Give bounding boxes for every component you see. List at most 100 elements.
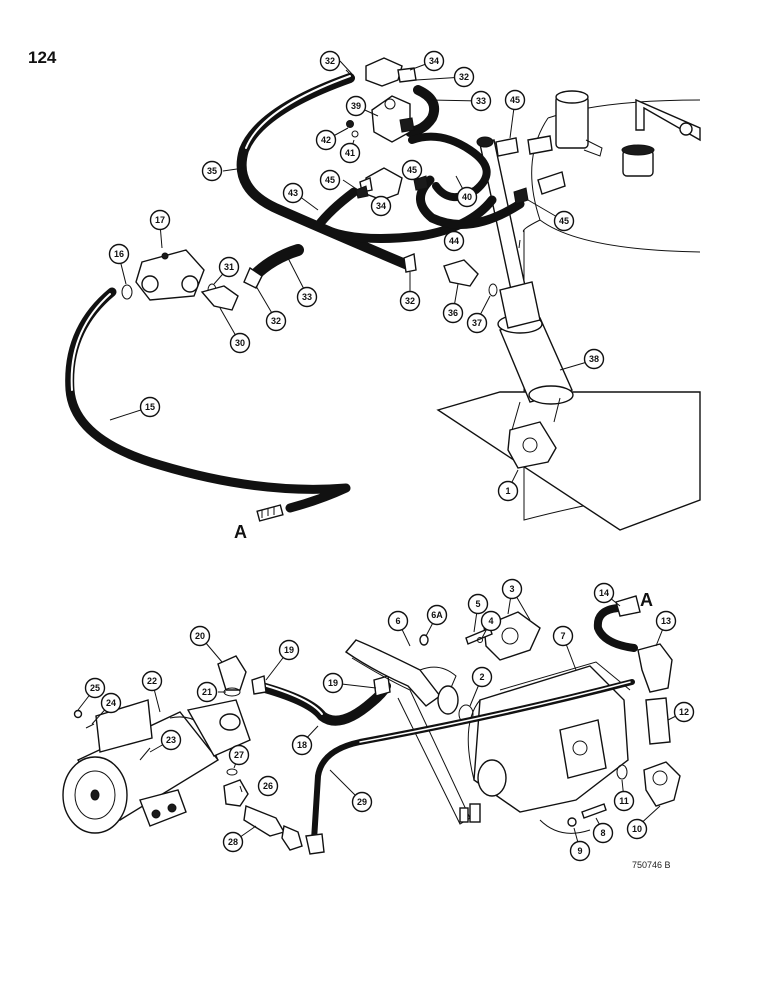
clamp-19-left <box>251 675 267 695</box>
svg-text:25: 25 <box>90 683 100 693</box>
drawing-code: 750746 B <box>632 860 671 870</box>
clamp-32-top <box>345 69 355 79</box>
svg-text:32: 32 <box>405 296 415 306</box>
tee-block-17 <box>135 249 205 301</box>
hose-33-lower <box>248 244 304 282</box>
callout-32-lower: 32 <box>265 310 287 332</box>
svg-text:6A: 6A <box>431 610 443 620</box>
svg-text:19: 19 <box>328 678 338 688</box>
elbow-30 <box>200 285 239 311</box>
svg-text:17: 17 <box>155 215 165 225</box>
callout-9: 9 <box>569 840 591 862</box>
fitting-14-end <box>615 595 641 617</box>
svg-text:45: 45 <box>407 165 417 175</box>
svg-text:32: 32 <box>271 316 281 326</box>
callout-24: 24 <box>100 692 122 714</box>
callout-5: 5 <box>467 593 489 615</box>
callout-15: 15 <box>139 396 161 418</box>
svg-text:10: 10 <box>632 824 642 834</box>
callout-2: 2 <box>471 666 493 688</box>
hydraulic-pump-7 <box>459 661 631 834</box>
svg-text:7: 7 <box>560 631 565 641</box>
callout-45-top: 45 <box>504 89 526 111</box>
svg-text:31: 31 <box>224 262 234 272</box>
connection-label-a-lower: A <box>640 590 653 610</box>
callout-26: 26 <box>257 775 279 797</box>
svg-text:12: 12 <box>679 707 689 717</box>
upper-tee-34 <box>365 57 417 87</box>
svg-text:8: 8 <box>600 828 605 838</box>
clamp-19-right <box>373 675 391 697</box>
svg-text:24: 24 <box>106 698 116 708</box>
callout-3: 3 <box>501 578 523 600</box>
svg-text:45: 45 <box>510 95 520 105</box>
svg-text:29: 29 <box>357 797 367 807</box>
svg-text:22: 22 <box>147 676 157 686</box>
svg-text:40: 40 <box>462 192 472 202</box>
washer-9 <box>567 817 577 827</box>
page-number: 124 <box>28 48 57 67</box>
callout-11: 11 <box>613 790 635 812</box>
base-plate <box>436 391 701 531</box>
callout-33-lower: 33 <box>296 286 318 308</box>
callout-44: 44 <box>443 230 465 252</box>
svg-text:38: 38 <box>589 354 599 364</box>
callout-39: 39 <box>345 95 367 117</box>
callout-21: 21 <box>196 681 218 703</box>
callout-32-top: 32 <box>319 50 341 72</box>
elbow-10 <box>643 761 681 807</box>
svg-text:43: 43 <box>288 188 298 198</box>
fitting-45-top <box>495 137 519 157</box>
fitting-6a <box>419 634 429 646</box>
washer-24 <box>85 723 95 729</box>
svg-text:4: 4 <box>488 616 493 626</box>
callout-17: 17 <box>149 209 171 231</box>
nut-28 <box>281 825 303 851</box>
o-ring-11 <box>616 764 628 780</box>
hose-33-upper <box>405 85 440 137</box>
svg-text:11: 11 <box>619 796 629 806</box>
callout-6: 6 <box>387 610 409 632</box>
svg-text:33: 33 <box>476 96 486 106</box>
callout-38: 38 <box>583 348 605 370</box>
callout-45-left: 45 <box>319 169 341 191</box>
callout-37: 37 <box>466 312 488 334</box>
callout-1: 1 <box>497 480 519 502</box>
svg-text:5: 5 <box>475 599 480 609</box>
svg-text:20: 20 <box>195 631 205 641</box>
callout-20: 20 <box>189 625 211 647</box>
callout-40: 40 <box>456 186 478 208</box>
hose-15-end-fitting <box>256 504 284 522</box>
svg-text:36: 36 <box>448 308 458 318</box>
callout-16: 16 <box>108 243 130 265</box>
cylinder <box>476 136 574 469</box>
svg-text:13: 13 <box>661 616 671 626</box>
callout-27: 27 <box>228 744 250 766</box>
callout-29: 29 <box>351 791 373 813</box>
valve-39 <box>371 95 415 143</box>
screw-23 <box>139 747 151 761</box>
fitting-36 <box>443 259 479 287</box>
callout-14: 14 <box>593 582 615 604</box>
callout-35: 35 <box>201 160 223 182</box>
svg-text:16: 16 <box>114 249 124 259</box>
connection-label-a-upper: A <box>234 522 247 542</box>
washer-4 <box>477 637 483 643</box>
callout-19-left: 19 <box>278 639 300 661</box>
adapter-12 <box>645 697 671 745</box>
tube-6-port <box>437 685 459 715</box>
svg-text:34: 34 <box>429 56 439 66</box>
callout-6a: 6A <box>426 604 448 626</box>
o-ring-37 <box>488 283 498 297</box>
tube-6 <box>344 639 441 707</box>
plug-42 <box>346 120 354 128</box>
plug-41 <box>351 130 359 138</box>
fitting-45-left <box>355 185 369 199</box>
svg-text:34: 34 <box>376 201 386 211</box>
svg-text:19: 19 <box>284 645 294 655</box>
bolt-8 <box>581 803 607 819</box>
callout-19-right: 19 <box>322 672 344 694</box>
callout-31: 31 <box>218 256 240 278</box>
callout-42: 42 <box>315 129 337 151</box>
